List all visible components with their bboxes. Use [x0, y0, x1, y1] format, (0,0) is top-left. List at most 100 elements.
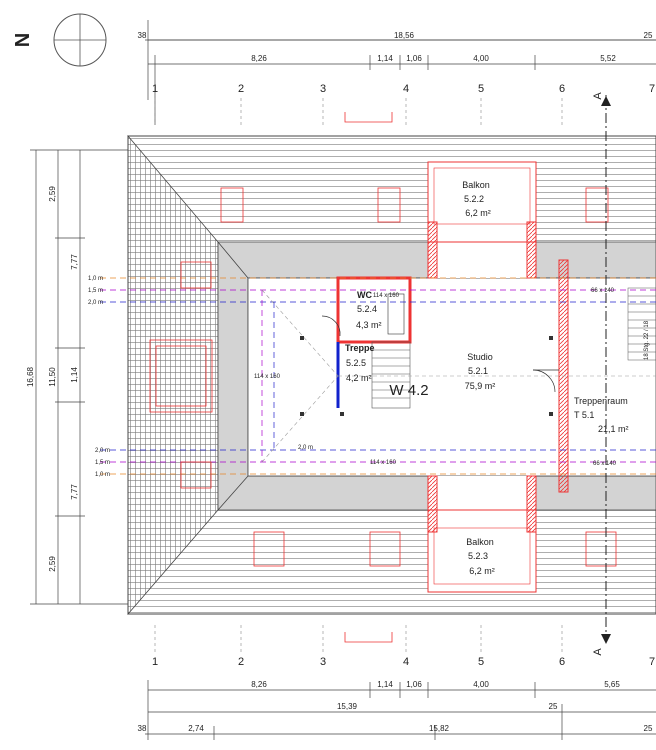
dim-top-total: 18,56 [394, 31, 415, 40]
axis-labels-top: 1 2 3 4 5 6 7 [152, 83, 655, 95]
window-size-wc: 114 x 160 [373, 293, 400, 299]
balcony-top-wall-left [427, 221, 438, 279]
height-lower-3: 1,0 m [95, 472, 110, 478]
dimension-lines-bottom [145, 680, 656, 740]
height-upper-1: 1,0 m [88, 276, 103, 282]
room-name-treppe: Treppe [345, 343, 375, 353]
axis-6-top: 6 [559, 83, 565, 95]
room-id-treppe: 5.2.5 [346, 358, 366, 368]
room-name-treppenraum: Treppenraum [574, 396, 628, 406]
balcony-top-area [428, 162, 536, 278]
dimension-labels-top: 38 18,56 25 8,26 1,14 1,06 4,00 5,52 [138, 31, 653, 63]
dim-bottom-2-74: 2,74 [188, 724, 204, 733]
stair-treppe [336, 341, 411, 409]
axis-4-bottom: 4 [403, 656, 409, 668]
dimension-lines-top [145, 20, 656, 125]
dim-left-2: 7,77 [70, 254, 79, 270]
dim-top-c: 1,06 [406, 54, 422, 63]
dim-top-a: 8,26 [251, 54, 267, 63]
north-arrow: N [12, 13, 107, 67]
room-id-treppenraum: T 5.1 [574, 410, 594, 420]
room-area-treppenraum: 21,1 m² [598, 424, 629, 434]
window-size-right-top: 66 x 140 [591, 288, 615, 294]
north-label: N [12, 33, 34, 47]
height-contours [100, 277, 656, 475]
axis-7-bottom: 7 [649, 656, 655, 668]
balcony-bottom-area [428, 476, 536, 592]
room-area-wc: 4,3 m² [356, 320, 382, 330]
balcony-bottom [427, 475, 537, 593]
dim-top-b: 1,14 [377, 54, 393, 63]
room-area-balkon-bottom: 6,2 m² [469, 566, 495, 576]
axis-3-top: 3 [320, 83, 326, 95]
axis-2-top: 2 [238, 83, 244, 95]
axis-ticks [154, 98, 563, 655]
dim-top-e: 5,52 [600, 54, 616, 63]
section-label-top: A [592, 92, 604, 100]
dim-bottom-a: 8,26 [251, 680, 267, 689]
window-size-bottom: 114 x 160 [370, 460, 397, 466]
dim-bottom-25-a: 25 [549, 702, 558, 711]
doors [532, 369, 559, 393]
axis-5-top: 5 [478, 83, 484, 95]
roof-windows [149, 112, 617, 643]
dimension-labels-left: 16,68 11,50 2,59 7,77 1,14 7,77 2,59 [26, 186, 79, 572]
plan-height-label: 2,0 m [298, 445, 313, 451]
room-name-balkon-bottom: Balkon [466, 537, 494, 547]
axis-2-bottom: 2 [238, 656, 244, 668]
dim-top-25: 25 [644, 31, 653, 40]
height-lower-1: 2,0 m [95, 448, 110, 454]
room-area-balkon-top: 6,2 m² [465, 208, 491, 218]
axis-1-top: 1 [152, 83, 158, 95]
dim-left-4: 7,77 [70, 484, 79, 500]
axis-7-top: 7 [649, 83, 655, 95]
dim-bottom-15-82: 15,82 [429, 724, 450, 733]
section-label-bottom: A [592, 648, 604, 656]
dim-left-5: 2,59 [48, 556, 57, 572]
dim-top-d: 4,00 [473, 54, 489, 63]
columns [300, 336, 553, 416]
dim-left-1: 2,59 [48, 186, 57, 202]
room-name-balkon-top: Balkon [462, 180, 490, 190]
dim-bottom-b: 1,14 [377, 680, 393, 689]
window-labels: 114 x 160 114 x 160 114 x 160 66 x 140 6… [254, 288, 650, 467]
room-area-treppe: 4,2 m² [346, 373, 372, 383]
dim-bottom-e: 5,65 [604, 680, 620, 689]
interior-floor [247, 277, 656, 477]
axis-3-bottom: 3 [320, 656, 326, 668]
height-labels: 1,0 m 1,5 m 2,0 m 2,0 m 1,5 m 1,0 m [88, 276, 110, 478]
room-name-studio: Studio [467, 352, 493, 362]
axis-4-top: 4 [403, 83, 409, 95]
dimension-labels-bottom: 8,26 1,14 1,06 4,00 5,65 15,39 25 38 2,7… [138, 680, 653, 733]
dim-bottom-d: 4,00 [473, 680, 489, 689]
room-id-balkon-bottom: 5.2.3 [468, 551, 488, 561]
dim-top-38: 38 [138, 31, 147, 40]
dimension-lines-left [30, 149, 128, 605]
dim-bottom-15-39: 15,39 [337, 702, 358, 711]
balcony-top [427, 161, 537, 279]
ridge-lines [261, 289, 656, 463]
axis-6-bottom: 6 [559, 656, 565, 668]
window-size-right-bottom: 66 x 140 [593, 461, 617, 467]
dim-left-3: 1,14 [70, 367, 79, 383]
room-area-studio: 75,9 m² [465, 381, 496, 391]
height-upper-2: 1,5 m [88, 288, 103, 294]
section-line-a: A A [592, 92, 611, 656]
axis-labels-bottom: 1 2 3 4 5 6 7 [152, 656, 655, 668]
dim-bottom-38: 38 [138, 724, 147, 733]
apartment-label: W 4.2 [389, 382, 428, 399]
window-size-left: 114 x 160 [254, 374, 281, 380]
dim-left-outer: 16,68 [26, 366, 35, 387]
balcony-top-wall-right [526, 221, 537, 279]
room-id-wc: 5.2.4 [357, 304, 377, 314]
room-name-wc: WC [357, 290, 372, 300]
axis-1-bottom: 1 [152, 656, 158, 668]
balcony-bottom-wall-left [427, 475, 438, 533]
dim-left-middle: 11,50 [48, 367, 57, 387]
height-upper-3: 2,0 m [88, 300, 103, 306]
room-labels: Balkon 5.2.2 6,2 m² WC 5.2.4 4,3 m² Trep… [345, 180, 629, 576]
interior [247, 162, 656, 592]
height-lower-2: 1,5 m [95, 460, 110, 466]
stair-label: 18 Stg. 22 / 18 [644, 320, 650, 360]
